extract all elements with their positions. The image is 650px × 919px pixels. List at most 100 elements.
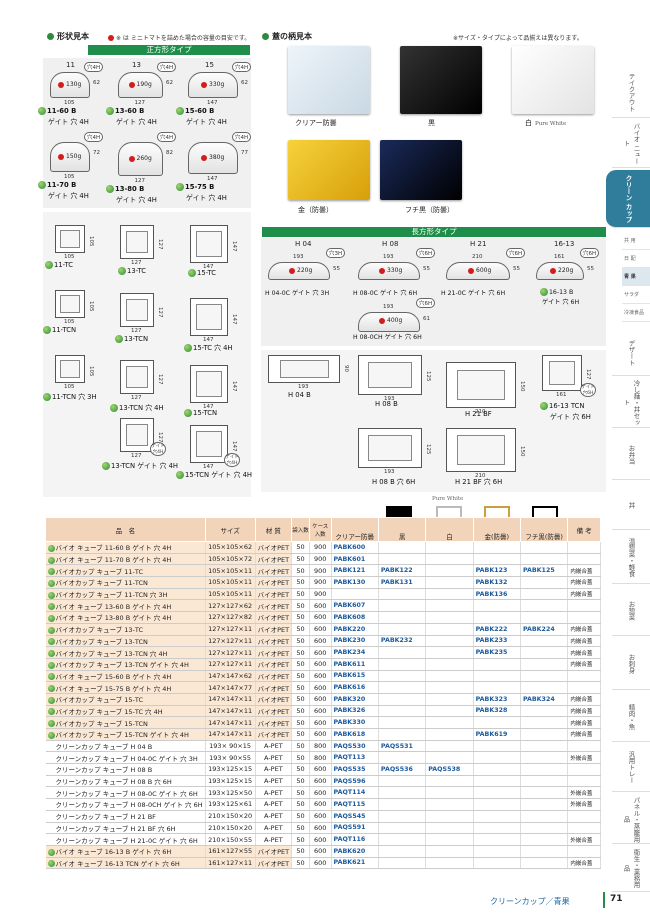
width-dim: 147 (203, 464, 214, 470)
category-tab[interactable]: 精肉・魚 (612, 692, 650, 742)
product-name-cell: バイオ キューブ 15-75 B ゲイト 穴 4H (45, 681, 206, 694)
lid-photo-label: 黒 (428, 119, 435, 127)
lid-label: 13-TC (118, 267, 146, 275)
category-tab[interactable]: クリーン カップ (606, 170, 650, 228)
bag-qty-cell: 50 (291, 798, 310, 811)
category-tab[interactable]: 冷し麺・丼セット (612, 378, 650, 428)
capacity: 130g (58, 81, 81, 88)
rect-label-sub: ゲイト 穴 6H (542, 299, 580, 306)
height-dim: 147 (231, 314, 237, 325)
material-cell: バイオPET (255, 599, 293, 613)
product-label: 11-70 B (38, 181, 76, 189)
capacity: 220g (289, 267, 312, 274)
lid-drawing (55, 355, 85, 383)
rect-lid-drawing (358, 355, 422, 395)
subcategory-tab[interactable]: 共 用 (622, 232, 650, 250)
remarks-cell (567, 810, 601, 823)
capacity-value: 150g (66, 153, 82, 160)
material-cell: バイオPET (255, 541, 293, 554)
material-cell: A-PET (255, 810, 293, 823)
remarks-cell: 外嵌合蓋 (567, 798, 601, 811)
product-code-cell: PAQS596 (331, 775, 379, 788)
material-cell: バイオPET (255, 681, 293, 694)
remarks-cell (567, 681, 601, 694)
case-qty-cell: 600 (309, 716, 332, 729)
product-name-cell: クリーンカップ キューブ H 21-0C ゲイト 穴 6H (45, 833, 206, 846)
remarks-cell: 内嵌合蓋 (567, 635, 601, 648)
lid-drawing (120, 360, 154, 394)
bag-qty-cell: 50 (291, 833, 310, 846)
bio-leaf-icon (106, 185, 114, 193)
remarks-cell (567, 845, 601, 858)
bag-qty-cell: 50 (291, 705, 310, 718)
category-tab[interactable]: パネル・蒸籠用品 (612, 796, 650, 844)
category-tab[interactable]: バイオ ニュート (612, 120, 650, 168)
bio-leaf-icon (47, 685, 55, 693)
bag-qty-cell: 50 (291, 857, 310, 870)
lid-pattern-header: 蓋の柄見本 (262, 31, 312, 42)
category-tab[interactable]: お弁当 (612, 430, 650, 480)
width-dim: 105 (64, 100, 75, 106)
product-code-cell (425, 845, 474, 858)
product-code-cell (473, 553, 521, 566)
width-dim: 127 (134, 100, 146, 106)
case-qty-cell: 600 (309, 810, 332, 823)
bag-qty-cell: 50 (291, 599, 310, 613)
bio-leaf-icon (43, 393, 51, 401)
subcategory-tab[interactable]: 日 配 (622, 250, 650, 268)
case-qty-cell: 600 (309, 822, 332, 835)
height-dim: 72 (93, 150, 100, 156)
col-11: 11 (66, 61, 75, 69)
bag-qty-cell: 50 (291, 588, 310, 601)
th-material: 材 質 (254, 517, 293, 542)
category-tab[interactable]: 衛生・業務用品 (612, 846, 650, 892)
product-code-cell (473, 751, 521, 765)
material-cell: A-PET (255, 833, 293, 846)
size-cell: 105×105×11 (205, 588, 256, 601)
bag-qty-cell: 50 (291, 658, 310, 671)
rect-label: H 21-0C ゲイト 穴 6H (441, 290, 506, 297)
category-tab[interactable]: お刺身 (612, 638, 650, 690)
product-code-cell (378, 857, 427, 870)
product-code-cell: PABK132 (473, 576, 521, 589)
product-code-cell: PABK121 (331, 564, 379, 578)
bio-leaf-icon (184, 344, 192, 352)
size-cell: 193× 90×15 (205, 740, 256, 753)
subcategory-tab[interactable]: サラダ (622, 286, 650, 304)
size-cell: 127×127×11 (205, 623, 256, 636)
product-code-cell (520, 740, 569, 753)
bag-qty-cell: 50 (291, 716, 310, 729)
product-code-cell: PABK131 (378, 576, 427, 589)
product-code-cell (425, 611, 474, 624)
product-name-cell: クリーンカップ キューブ H 21 BF (45, 810, 206, 823)
material-cell: A-PET (255, 798, 293, 811)
height-dim: 55 (587, 266, 594, 272)
height-dim: 127 (157, 374, 163, 385)
subcategory-tab[interactable]: 冷凍食品 (622, 304, 650, 322)
category-tab[interactable]: テイクアウト (612, 68, 650, 118)
category-tab[interactable]: 汎用トレー (612, 744, 650, 792)
case-qty-cell: 600 (309, 763, 332, 776)
product-code-cell (331, 588, 379, 601)
category-tab[interactable]: お惣菜 (612, 586, 650, 636)
material-cell: A-PET (255, 740, 293, 753)
th-white: 白 (425, 517, 474, 542)
category-tab[interactable]: 温惣菜・軽食 (612, 532, 650, 584)
lid-drawing (190, 425, 228, 463)
product-code-cell (378, 599, 427, 613)
height-dim: 150 (519, 381, 525, 392)
material-cell: バイオPET (255, 670, 293, 683)
category-tab[interactable]: 丼 (612, 482, 650, 530)
case-qty-cell: 600 (309, 646, 332, 659)
subcategory-tab[interactable]: 青 果 (622, 268, 650, 286)
table-header-row: 品 名 サイズ 材 質 袋入数 ケース入数 クリアー防曇 黒 白 金(防曇) フ… (45, 517, 601, 542)
size-cell: 161×127×11 (205, 857, 256, 870)
category-tab[interactable]: デザート (612, 330, 650, 376)
product-code-cell (473, 681, 521, 694)
bio-leaf-icon (47, 696, 55, 704)
material-cell: バイオPET (255, 857, 293, 870)
product-name-cell: バイオ キューブ 15-60 B ゲイト 穴 4H (45, 670, 206, 683)
capacity: 260g (128, 155, 152, 162)
